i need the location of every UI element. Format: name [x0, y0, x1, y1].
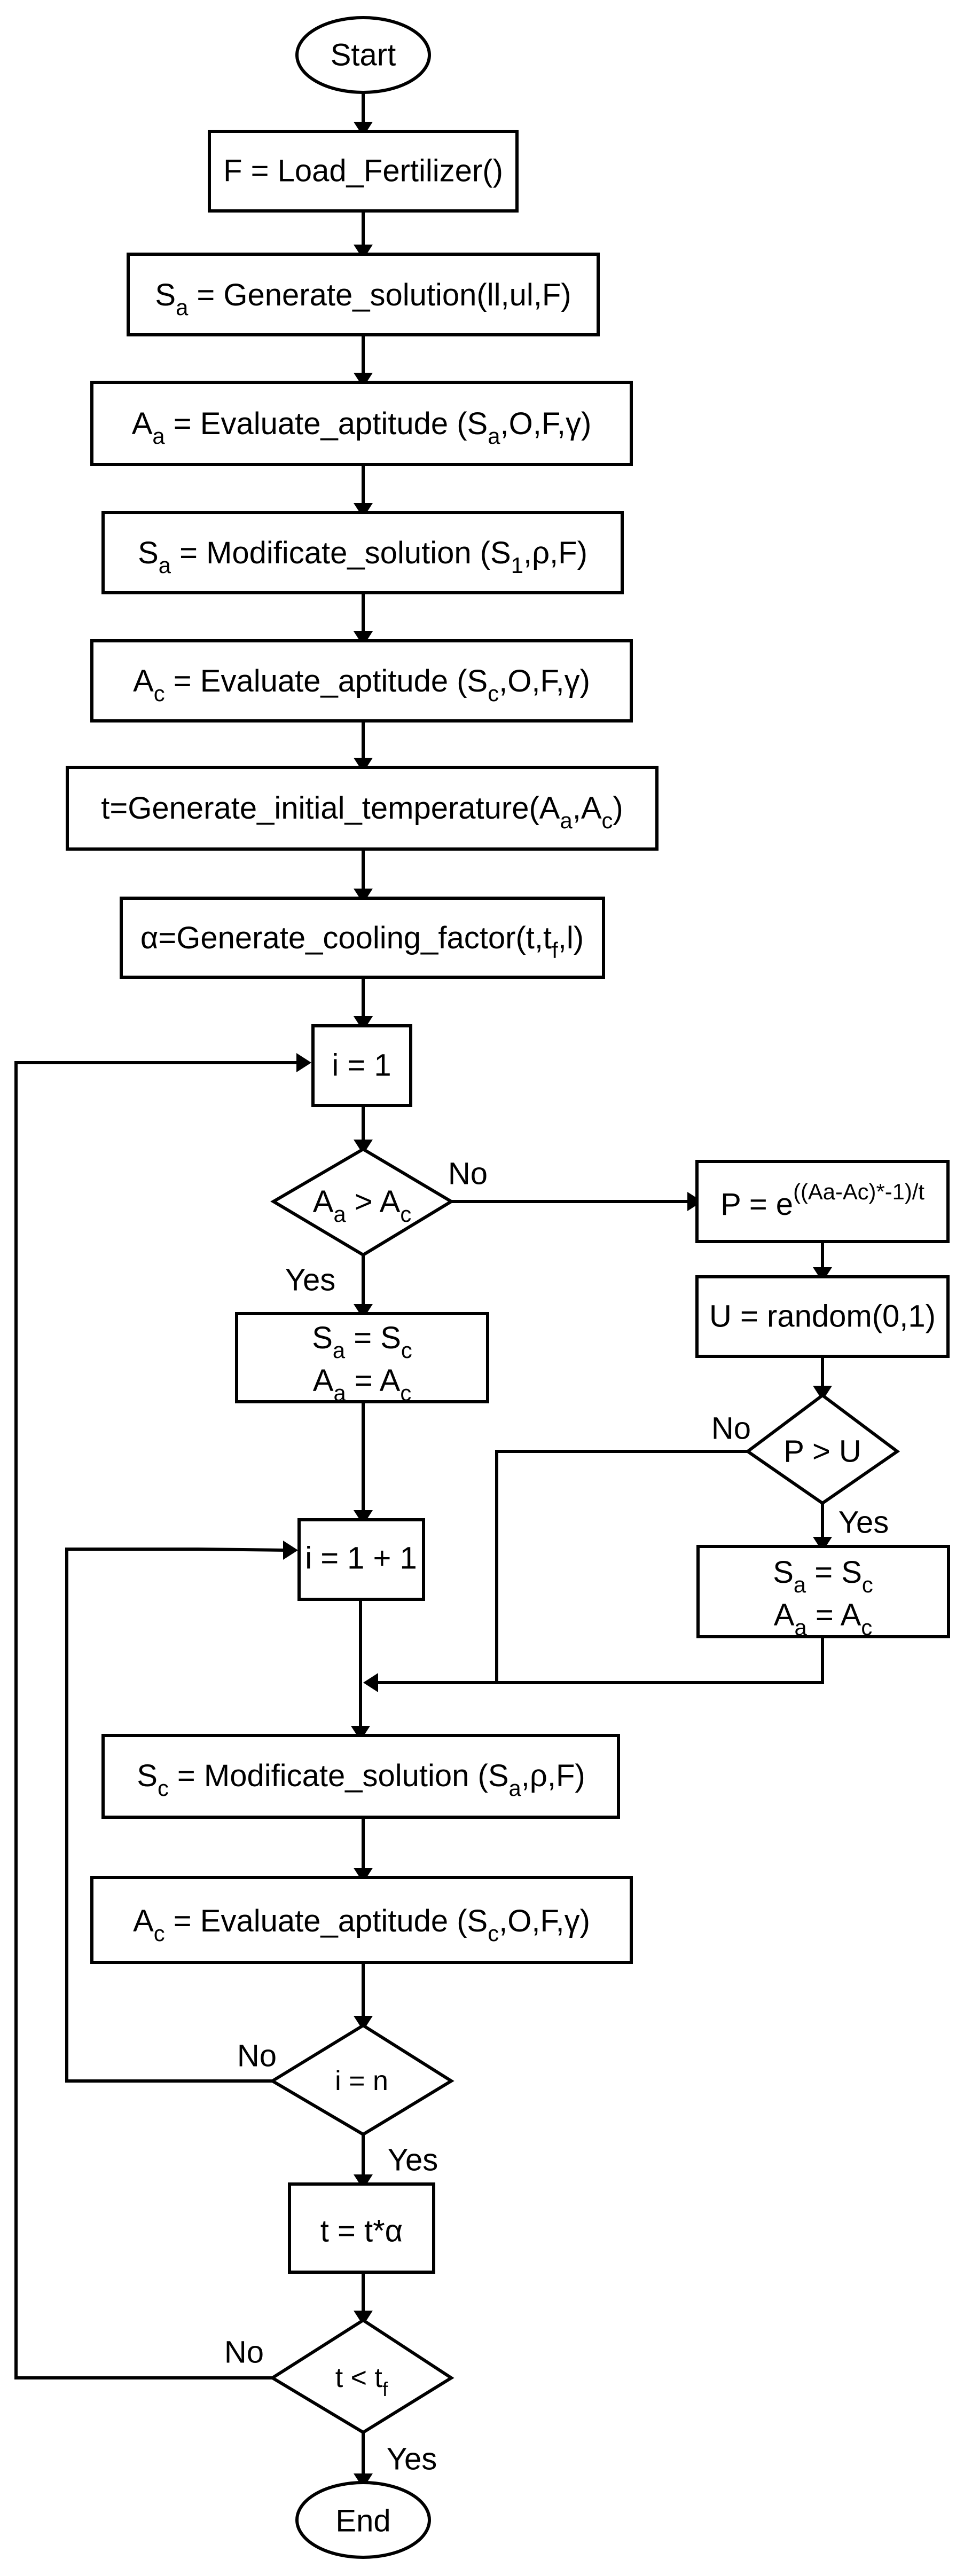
assign-left-line2: Aa = Ac — [313, 1363, 411, 1406]
initial-temperature-label: t=Generate_initial_temperature(Aa,Ac) — [101, 791, 623, 834]
compare-i-n-decision — [269, 2023, 454, 2137]
initial-temperature-node — [66, 766, 659, 851]
edge-label-i-n-yes: Yes — [388, 2143, 438, 2178]
modificate-solution-node — [101, 511, 624, 594]
connectors — [14, 92, 832, 2488]
probability-node — [695, 1160, 950, 1243]
arrowhead — [354, 245, 373, 260]
arrowhead — [354, 889, 373, 904]
arrowhead — [354, 631, 373, 646]
arrowhead — [354, 1510, 373, 1525]
edge-label-p-u-no: No — [711, 1411, 751, 1446]
i-init-node — [311, 1024, 412, 1107]
compare-i-n-label: i = n — [335, 2065, 388, 2096]
arrowhead — [687, 1192, 702, 1211]
compare-aa-ac-label: Aa > Ac — [313, 1184, 411, 1227]
cool-temperature-label: t = t*α — [320, 2214, 403, 2249]
assign-right-node — [696, 1545, 950, 1638]
arrowhead — [351, 1726, 370, 1741]
evaluate-ac-2-label: Ac = Evaluate_aptitude (Sc,O,F,γ) — [133, 1904, 590, 1946]
evaluate-aa-node — [90, 381, 633, 466]
arrowhead — [354, 2174, 373, 2189]
arrowhead — [354, 2311, 373, 2326]
modificate-solution-label: Sa = Modificate_solution (S1,ρ,F) — [138, 536, 587, 578]
edge-label-i-n-no: No — [237, 2039, 277, 2074]
random-u-node — [695, 1275, 950, 1358]
arrowhead — [354, 1304, 373, 1319]
evaluate-aa-label: Aa = Evaluate_aptitude (Sa,O,F,γ) — [132, 406, 592, 449]
i-increment-node — [297, 1518, 425, 1601]
arrowhead — [354, 122, 373, 137]
arrowhead — [363, 1673, 378, 1692]
generate-solution-label: Sa = Generate_solution(ll,ul,F) — [155, 278, 571, 320]
start-node — [295, 16, 431, 94]
edge-label-aa-ac-no: No — [448, 1157, 488, 1191]
cooling-factor-node — [120, 897, 605, 979]
edge-labels: No Yes No Yes No Yes No Yes — [224, 1157, 889, 2477]
edge-compare-in-no-loop — [65, 1548, 288, 2083]
compare-t-tf-decision — [269, 2318, 454, 2434]
edge-compare-ttf-no-loop — [14, 1061, 301, 2379]
nodes — [66, 16, 950, 2559]
arrowhead — [813, 1267, 832, 1282]
assign-left-node — [235, 1312, 489, 1403]
arrowhead — [354, 503, 373, 518]
modificate-solution-2-label: Sc = Modificate_solution (Sa,ρ,F) — [137, 1758, 585, 1801]
end-node — [295, 2481, 431, 2559]
probability-label: P = e((Aa-Ac)*-1)/t — [720, 1179, 924, 1222]
compare-t-tf-label: t < tf — [335, 2362, 388, 2400]
edge-label-t-tf-yes: Yes — [387, 2442, 437, 2477]
end-label: End — [335, 2504, 390, 2539]
compare-p-u-label: P > U — [783, 1434, 861, 1469]
arrowhead — [354, 758, 373, 773]
arrowhead — [354, 1868, 373, 1883]
evaluate-ac-node — [90, 639, 633, 722]
load-fertilizer-node — [208, 130, 519, 213]
generate-solution-node — [127, 253, 600, 336]
arrowhead — [283, 1541, 298, 1560]
arrowhead — [354, 1140, 373, 1155]
cool-temperature-node — [288, 2182, 435, 2274]
evaluate-ac-2-node — [90, 1876, 633, 1964]
i-increment-label: i = 1 + 1 — [305, 1541, 417, 1576]
random-u-label: U = random(0,1) — [709, 1299, 936, 1334]
arrowhead — [813, 1386, 832, 1401]
cooling-factor-label: α=Generate_cooling_factor(t,tf,l) — [140, 921, 584, 963]
start-label: Start — [331, 38, 396, 73]
edge-label-t-tf-no: No — [224, 2335, 264, 2370]
arrowhead — [354, 2016, 373, 2031]
arrowhead — [813, 1537, 832, 1552]
edge-label-p-u-yes: Yes — [838, 1505, 889, 1540]
load-fertilizer-label: F = Load_Fertilizer() — [223, 154, 503, 189]
edge-label-aa-ac-yes: Yes — [285, 1263, 336, 1298]
assign-left-line1: Sa = Sc — [312, 1321, 412, 1363]
edge-assign-right-to-merge — [374, 1637, 824, 1684]
arrowhead — [354, 1016, 373, 1031]
i-init-label: i = 1 — [332, 1048, 391, 1083]
compare-p-u-decision — [744, 1393, 900, 1505]
node-labels: Start F = Load_Fertilizer() Sa = Generat… — [101, 38, 936, 2539]
arrowhead — [354, 373, 373, 388]
compare-aa-ac-decision — [270, 1147, 454, 1257]
assign-right-line2: Aa = Ac — [774, 1598, 872, 1640]
assign-right-line1: Sa = Sc — [773, 1555, 873, 1598]
edge-compare-pu-no-to-merge — [495, 1450, 748, 1683]
arrowhead — [296, 1053, 311, 1072]
evaluate-ac-label: Ac = Evaluate_aptitude (Sc,O,F,γ) — [133, 664, 590, 706]
modificate-solution-2-node — [101, 1734, 620, 1819]
